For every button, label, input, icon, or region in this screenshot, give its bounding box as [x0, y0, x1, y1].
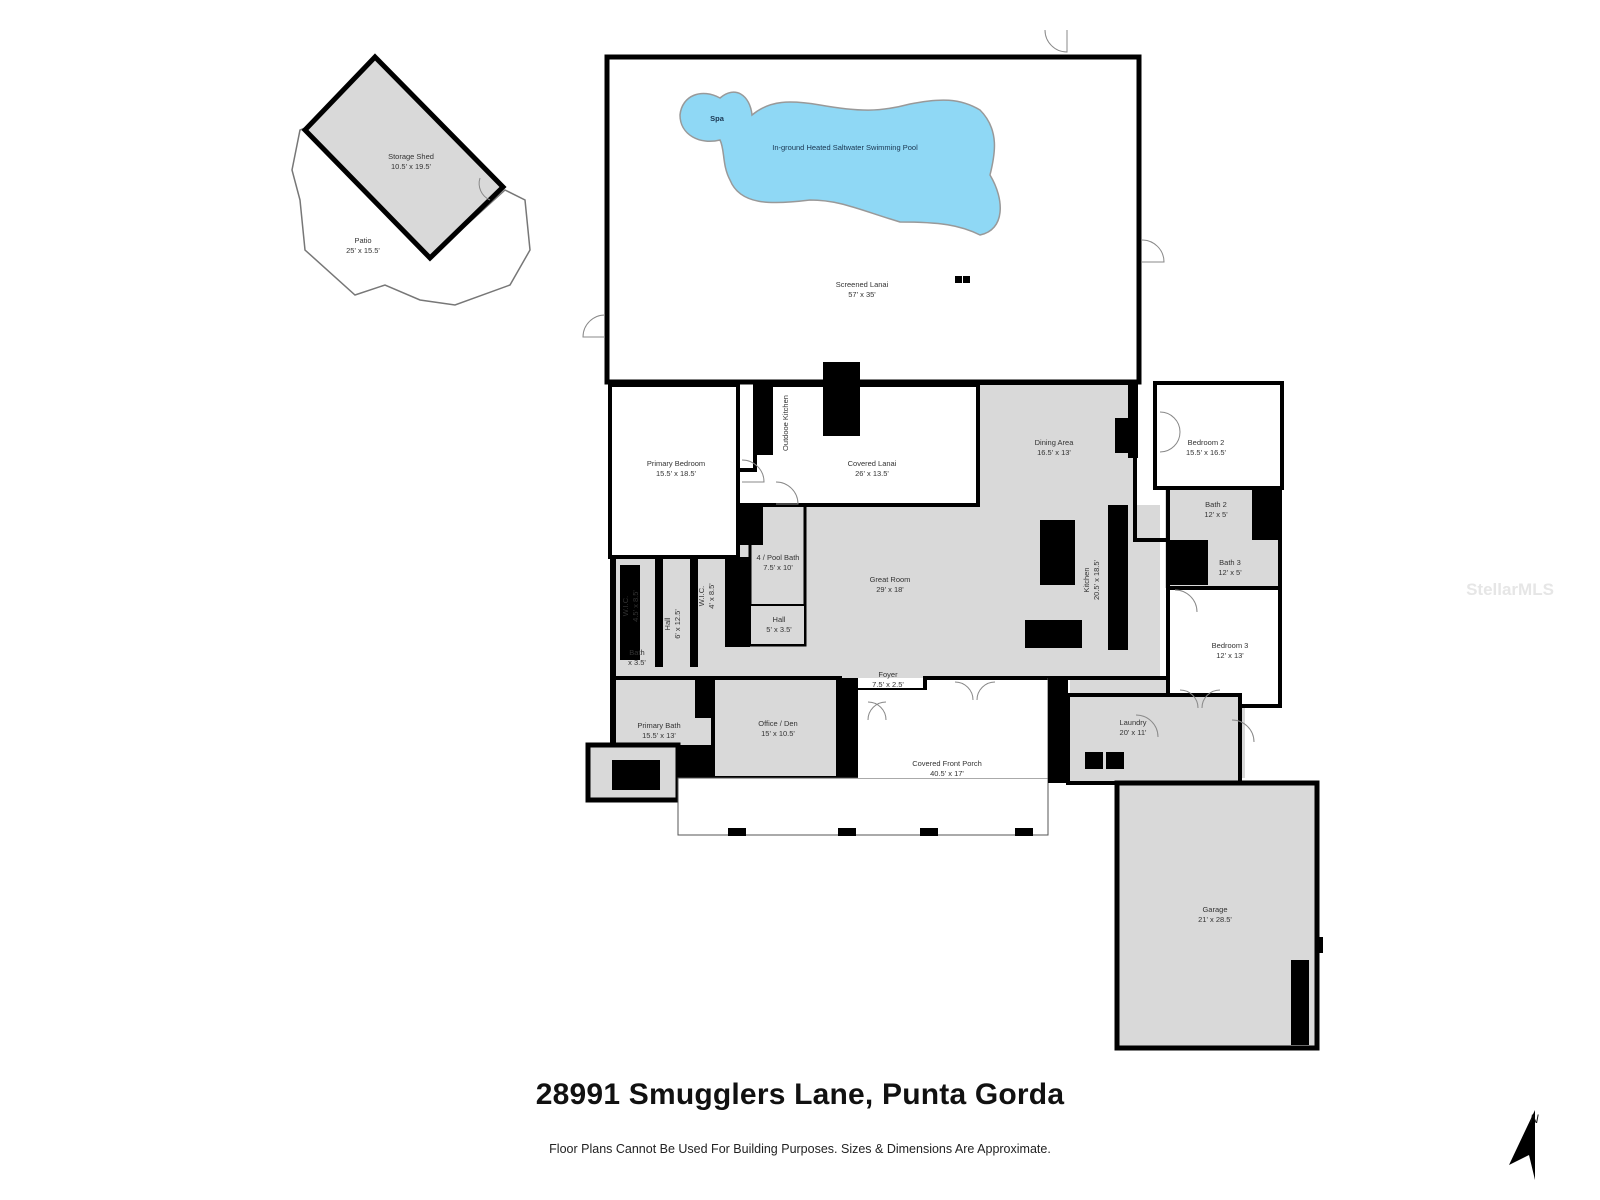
watermark: StellarMLS — [1466, 580, 1554, 599]
room-label-pool: In-ground Heated Saltwater Swimming Pool — [772, 143, 918, 152]
pool — [679, 91, 1001, 236]
north-arrow-icon — [1509, 1110, 1535, 1180]
door-swings — [582, 29, 1255, 743]
room-label-spa: Spa — [710, 114, 724, 123]
property-title: 28991 Smugglers Lane, Punta Gorda — [535, 1078, 1065, 1111]
north-label: N — [1530, 1112, 1539, 1126]
storage-shed — [301, 53, 507, 262]
room-label-outdoor-kitchen: Outdooe Kitchen — [781, 395, 790, 451]
room-label-wic-1: W.I.C.4.5' x 8.5' — [621, 590, 640, 622]
disclaimer-text: Floor Plans Cannot Be Used For Building … — [549, 1142, 1051, 1156]
room-label-wic-2: W.I.C.4' x 8.5' — [697, 583, 716, 609]
